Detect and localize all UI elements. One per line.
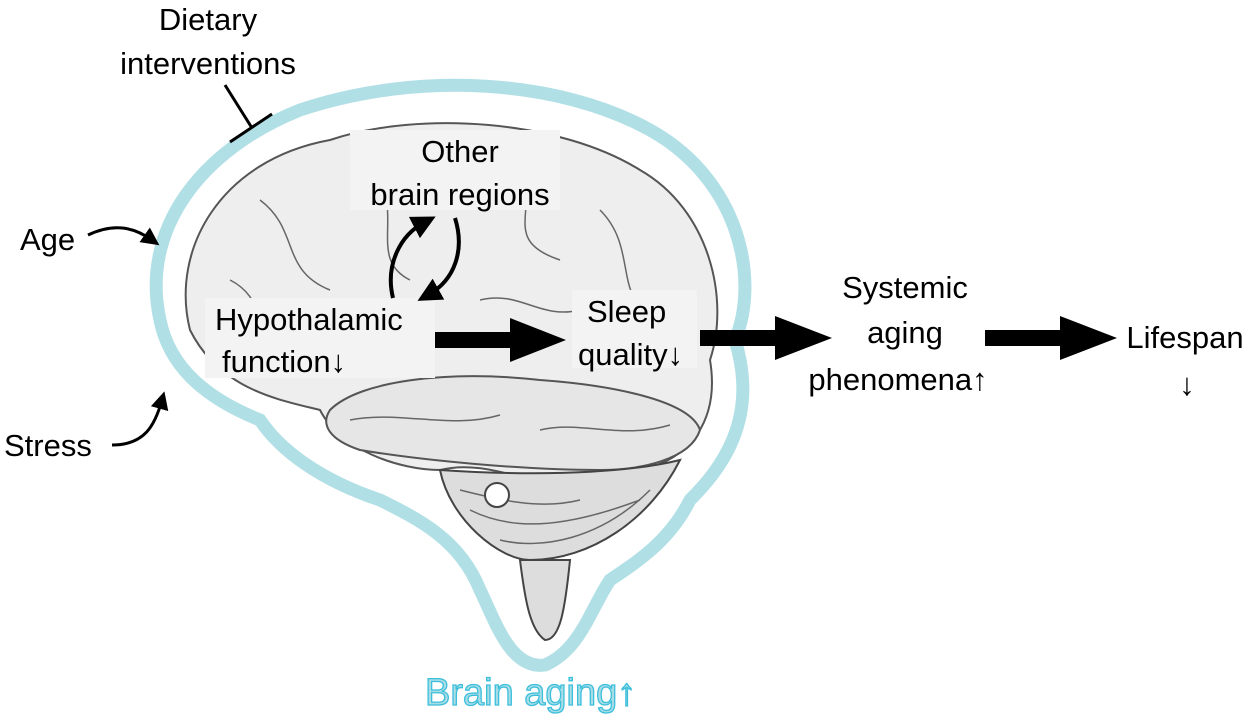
systemic-line3: phenomena↑ (808, 362, 987, 397)
lifespan-line1: Lifespan (1126, 320, 1243, 355)
stress-arrow-icon (111, 391, 169, 447)
brain-aging-label: Brain aging↑ (425, 672, 636, 714)
dietary-label-line1: Dietary (159, 2, 258, 37)
brain-illustration (184, 122, 719, 642)
brain-aging-outline (149, 78, 752, 672)
systemic-line2: aging (867, 315, 943, 350)
age-label: Age (20, 222, 75, 257)
hypothalamic-line2: function↓ (222, 344, 346, 379)
arrow-hypo-to-sleep-icon (435, 318, 566, 362)
inhibition-icon (223, 84, 273, 144)
sleep-line1: Sleep (587, 294, 666, 329)
stress-label: Stress (4, 428, 92, 463)
hypothalamic-line1: Hypothalamic (215, 302, 403, 337)
lifespan-line2: ↓ (1179, 367, 1195, 402)
dietary-label-line2: interventions (120, 46, 296, 81)
feedback-up-arrow-icon (388, 216, 436, 299)
sleep-line2: quality↓ (578, 337, 683, 372)
arrow-systemic-to-lifespan-icon (985, 316, 1117, 360)
arrow-sleep-to-systemic-icon (700, 316, 832, 360)
age-arrow-icon (87, 226, 160, 246)
other-regions-line1: Other (421, 134, 499, 169)
systemic-line1: Systemic (842, 270, 968, 305)
feedback-down-arrow-icon (417, 217, 461, 301)
other-regions-line2: brain regions (370, 177, 549, 212)
